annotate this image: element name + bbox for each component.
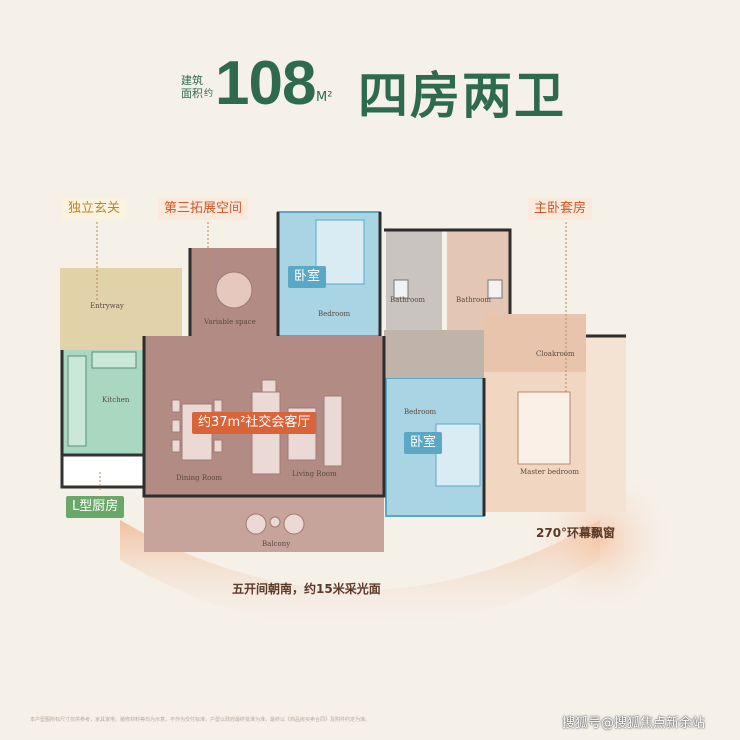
label-living-room: Living Room: [292, 470, 337, 478]
label-bathroom-1: Bathroom: [390, 296, 426, 304]
callout-south-facing: 五开间朝南，约15米采光面: [232, 582, 381, 596]
callout-bedroom-2: 卧室: [404, 432, 443, 454]
master-bed: [517, 391, 571, 465]
label-bathroom-2: Bathroom: [456, 296, 492, 304]
label-balcony: Balcony: [262, 540, 291, 548]
layout-name: 四房两卫: [358, 67, 566, 125]
area-prefix-line-1: 建筑: [181, 74, 203, 87]
callout-entryway: 独立玄关: [62, 198, 127, 220]
area-prefix: 建筑 面积: [172, 74, 212, 100]
toilet-1: [393, 279, 409, 299]
callout-lines: [96, 222, 567, 490]
footnote: 本户型图所标尺寸仅供参考，家具家电、装修材料等均为示意，不作为交付标准，户型以政…: [30, 717, 371, 723]
label-kitchen: Kitchen: [102, 396, 130, 404]
sunlight-arc: [120, 520, 600, 630]
callout-bay-window: 270°环幕飘窗: [536, 526, 616, 540]
label-entryway: Entryway: [90, 302, 124, 310]
label-master-bedroom: Master bedroom: [520, 468, 579, 476]
callout-l-kitchen: L型厨房: [66, 496, 125, 518]
area-prefix-line-2: 面积: [181, 87, 203, 100]
toilet-2: [487, 279, 503, 299]
balcony-chairs: [245, 513, 305, 535]
corridor: [384, 330, 484, 378]
bay-window-room: [586, 336, 626, 512]
callout-living-hall: 约37m²社交会客厅: [192, 412, 317, 434]
area-number: 108: [215, 49, 316, 118]
kitchen-counter-top: [91, 351, 137, 369]
label-variable-space: Variable space: [204, 318, 256, 326]
cloakroom-room: [484, 314, 586, 372]
kitchen-counter: [67, 355, 87, 447]
callout-master-suite: 主卧套房: [528, 198, 593, 220]
label-bedroom: Bedroom: [318, 310, 351, 318]
label-dining-room: Dining Room: [176, 474, 223, 482]
area-unit: M²: [316, 90, 333, 105]
bedroom-2-bed: [435, 423, 481, 487]
watermark: 搜狐号@搜狐焦点新余站: [562, 716, 706, 731]
walls: [60, 212, 626, 516]
kitchen-window: [60, 453, 146, 489]
callout-third-space: 第三拓展空间: [158, 198, 249, 220]
variable-space-table: [215, 271, 253, 309]
area-approx: 约: [204, 89, 214, 99]
callout-bedroom-1: 卧室: [288, 266, 327, 288]
label-cloakroom: Cloakroom: [536, 350, 575, 358]
label-bedroom-2: Bedroom: [404, 408, 437, 416]
